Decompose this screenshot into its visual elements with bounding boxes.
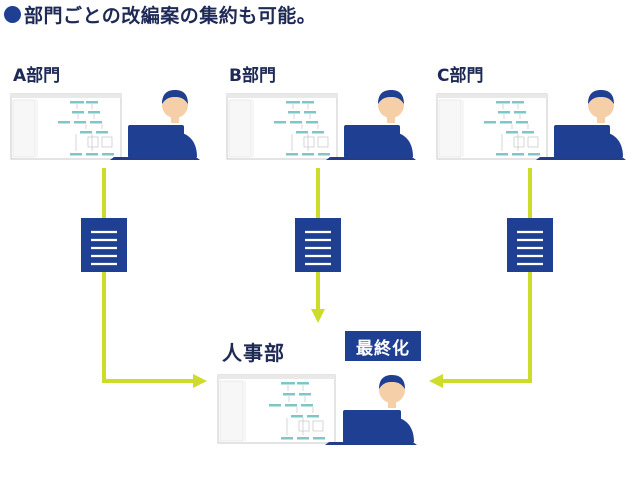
connector-a-to-hr [102, 168, 196, 383]
document-icon [81, 218, 127, 272]
arrowhead-b-icon [311, 309, 325, 323]
dept-c-label: C部門 [437, 66, 484, 86]
dept-a-label: A部門 [13, 66, 61, 86]
org-chart-screen-thumbnail [436, 93, 548, 160]
dept-c-workstation [436, 87, 633, 197]
dept-b-workstation [226, 87, 426, 197]
arrowhead-a-icon [193, 374, 207, 388]
arrowhead-c-icon [429, 374, 443, 388]
org-chart-screen-thumbnail [217, 374, 336, 444]
org-chart-screen-thumbnail [226, 93, 338, 160]
person-at-laptop-icon [536, 90, 626, 160]
dept-a-workstation [10, 87, 210, 197]
page-title-text: 部門ごとの改編案の集約も可能。 [24, 4, 317, 27]
org-chart-screen-thumbnail [10, 93, 122, 160]
page-title: 部門ごとの改編案の集約も可能。 [4, 1, 316, 27]
hr-dept-label: 人事部 [222, 341, 285, 365]
bullet-dot-icon [4, 5, 21, 23]
finalize-badge: 最終化 [345, 331, 421, 361]
person-at-laptop-icon [325, 375, 417, 445]
connector-c-to-hr [440, 168, 532, 383]
document-icon [295, 218, 341, 272]
person-at-laptop-icon [326, 90, 416, 160]
document-icon [507, 218, 553, 272]
hr-workstation [217, 368, 417, 478]
dept-b-label: B部門 [229, 66, 276, 86]
person-at-laptop-icon [110, 90, 200, 160]
